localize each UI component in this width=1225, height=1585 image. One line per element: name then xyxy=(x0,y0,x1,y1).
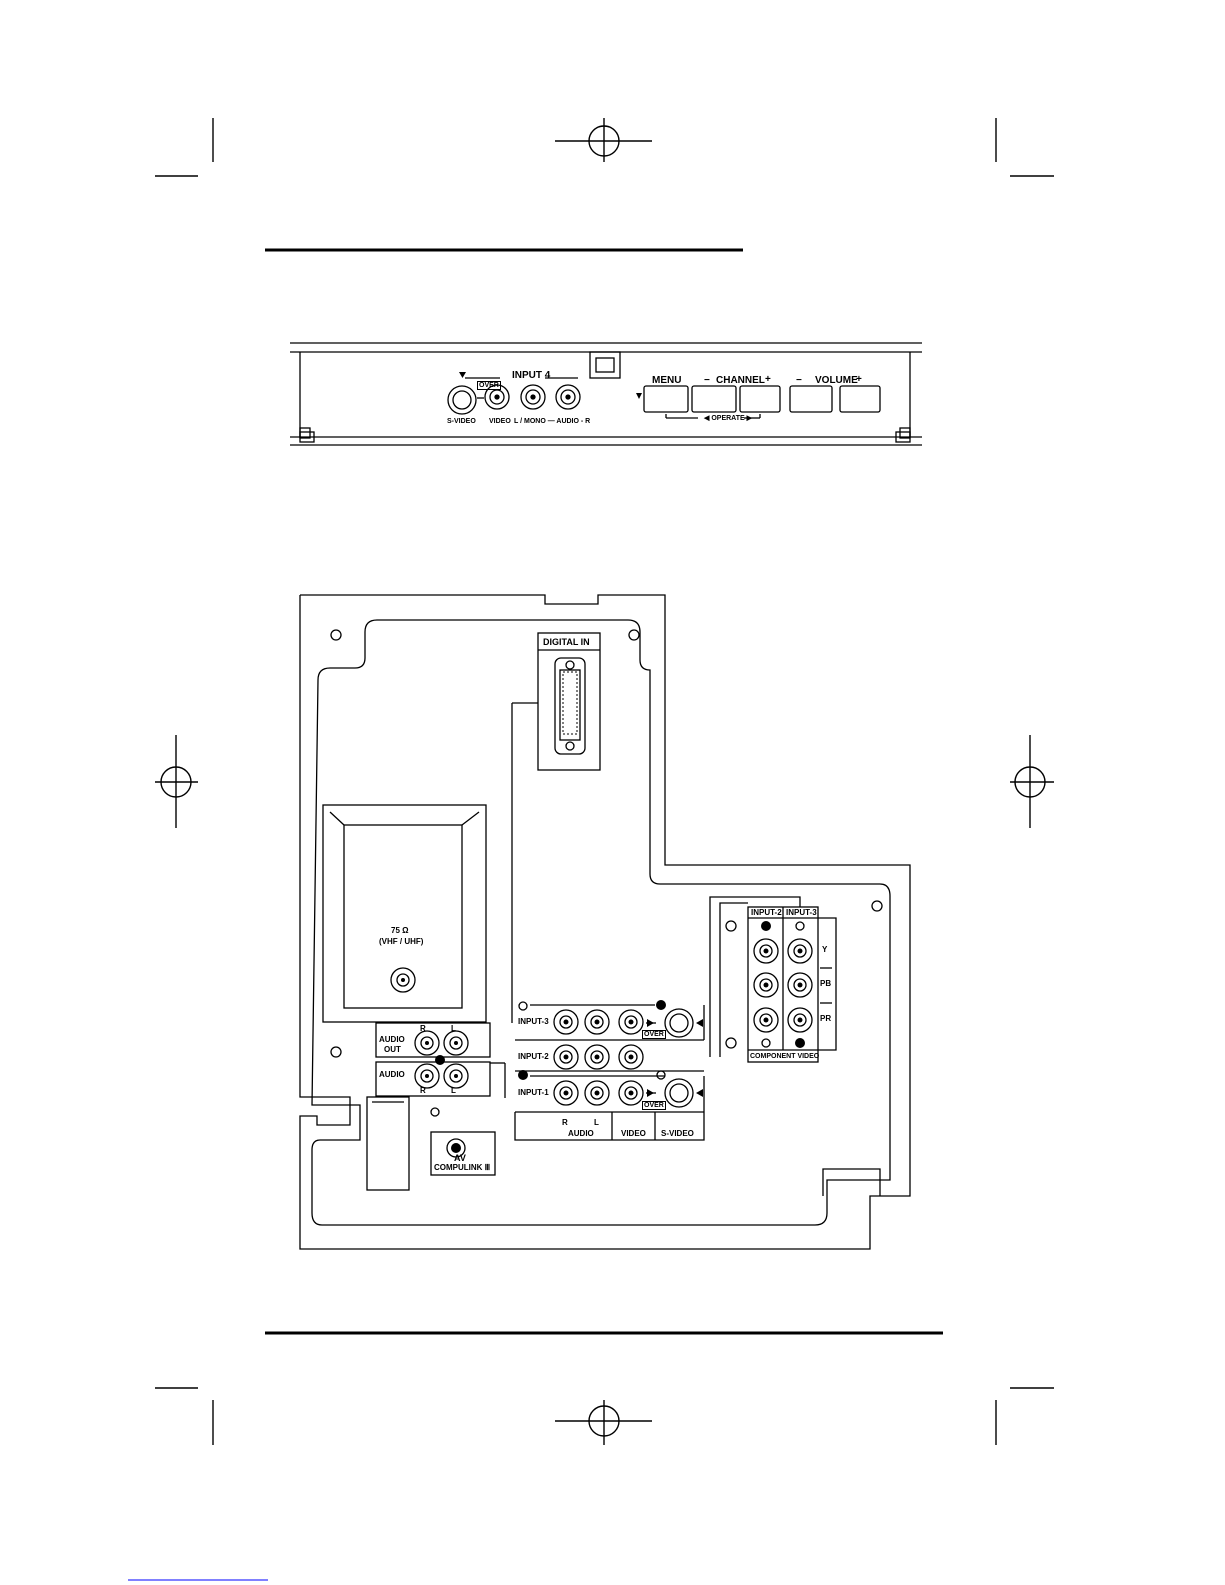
channel-down-button[interactable] xyxy=(692,386,736,412)
audio-label: AUDIO xyxy=(379,1071,405,1079)
y-label: Y xyxy=(822,946,827,954)
audio-out-sub-label: OUT xyxy=(384,1046,401,1054)
input3-svideo-jack[interactable] xyxy=(665,1009,693,1037)
volume-up-button[interactable] xyxy=(840,386,880,412)
av-compulink-jack[interactable] xyxy=(444,1136,468,1160)
bottom-audio-label: AUDIO xyxy=(568,1130,594,1138)
input4-label: INPUT 4 xyxy=(512,371,550,381)
input1-over-label: OVER xyxy=(642,1101,666,1110)
component-video-jacks[interactable] xyxy=(754,939,812,1032)
antenna-jack[interactable] xyxy=(391,968,415,992)
channel-label: CHANNEL xyxy=(716,376,765,386)
audio-l-jack[interactable] xyxy=(444,1064,468,1088)
video-label: VIDEO xyxy=(489,418,511,425)
input3-label: INPUT-3 xyxy=(518,1018,549,1026)
input1-svideo-jack[interactable] xyxy=(665,1079,693,1107)
component-input2-label: INPUT-2 xyxy=(751,909,782,917)
component-input3-label: INPUT-3 xyxy=(786,909,817,917)
operate-label: ◀ OPERATE ▶ xyxy=(704,415,752,422)
volume-minus: − xyxy=(796,376,802,386)
audio-r-jack[interactable] xyxy=(415,1064,439,1088)
front-video-jack[interactable] xyxy=(485,385,509,409)
svideo-label: S-VIDEO xyxy=(447,418,476,425)
volume-plus: + xyxy=(856,375,862,385)
registration-mark-bottom xyxy=(555,1400,652,1445)
input3-jacks[interactable] xyxy=(554,1010,644,1034)
digital-in-label: DIGITAL IN xyxy=(543,638,590,647)
lmono-audio-label: L / MONO — AUDIO - R xyxy=(514,418,590,425)
rear-panel-outline xyxy=(300,595,910,1249)
antenna-ohm-label: 75 Ω xyxy=(391,927,409,935)
volume-label: VOLUME xyxy=(815,376,858,386)
channel-minus: − xyxy=(704,376,710,386)
audio-r-label: R xyxy=(420,1087,426,1095)
channel-up-button[interactable] xyxy=(740,386,780,412)
bottom-video-label: VIDEO xyxy=(621,1130,646,1138)
channel-plus: + xyxy=(765,375,771,385)
pb-label: PB xyxy=(820,980,831,988)
bottom-svideo-label: S-VIDEO xyxy=(661,1130,694,1138)
compulink-label: COMPULINK Ⅲ xyxy=(434,1164,490,1172)
menu-button[interactable] xyxy=(644,386,688,412)
audio-l-label: L xyxy=(451,1087,456,1095)
front-audio-r-jack[interactable] xyxy=(556,385,580,409)
input2-jacks[interactable] xyxy=(554,1045,644,1069)
antenna-band-label: (VHF / UHF) xyxy=(379,938,423,946)
audio-out-label: AUDIO xyxy=(379,1036,405,1044)
registration-mark-right xyxy=(1010,735,1054,828)
menu-label: MENU xyxy=(652,376,681,386)
bottom-r-label: R xyxy=(562,1119,568,1127)
component-video-label: COMPONENT VIDEO xyxy=(750,1053,819,1060)
digital-in-dvi-port[interactable] xyxy=(555,658,585,754)
input1-jacks[interactable] xyxy=(554,1081,644,1105)
input2-label: INPUT-2 xyxy=(518,1053,549,1061)
audio-out-r-jack[interactable] xyxy=(415,1031,439,1055)
front-svideo-jack[interactable] xyxy=(448,386,476,414)
volume-down-button[interactable] xyxy=(790,386,832,412)
bottom-l-label: L xyxy=(594,1119,599,1127)
registration-mark-top xyxy=(555,118,652,162)
pr-label: PR xyxy=(820,1015,831,1023)
front-audio-l-jack[interactable] xyxy=(521,385,545,409)
input1-label: INPUT-1 xyxy=(518,1089,549,1097)
registration-mark-left xyxy=(155,735,198,828)
audio-out-l-jack[interactable] xyxy=(444,1031,468,1055)
input3-over-label: OVER xyxy=(642,1030,666,1039)
